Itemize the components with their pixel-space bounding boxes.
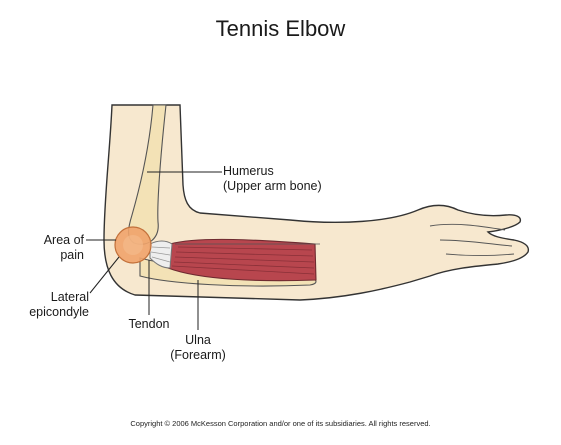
label-humerus: Humerus (Upper arm bone) bbox=[223, 164, 322, 193]
muscle-striations bbox=[171, 246, 315, 275]
label-ulna: Ulna (Forearm) bbox=[170, 333, 226, 362]
leader-lateral bbox=[89, 256, 120, 294]
label-tendon: Tendon bbox=[128, 317, 170, 331]
diagram-title: Tennis Elbow bbox=[215, 16, 346, 41]
label-lateral-epicondyle: Lateral epicondyle bbox=[29, 290, 89, 319]
label-area-of-pain: Area of pain bbox=[43, 233, 84, 262]
finger-lines bbox=[429, 223, 515, 256]
copyright-notice: Copyright © 2006 McKesson Corporation an… bbox=[130, 419, 431, 428]
forearm-muscle bbox=[167, 238, 317, 282]
